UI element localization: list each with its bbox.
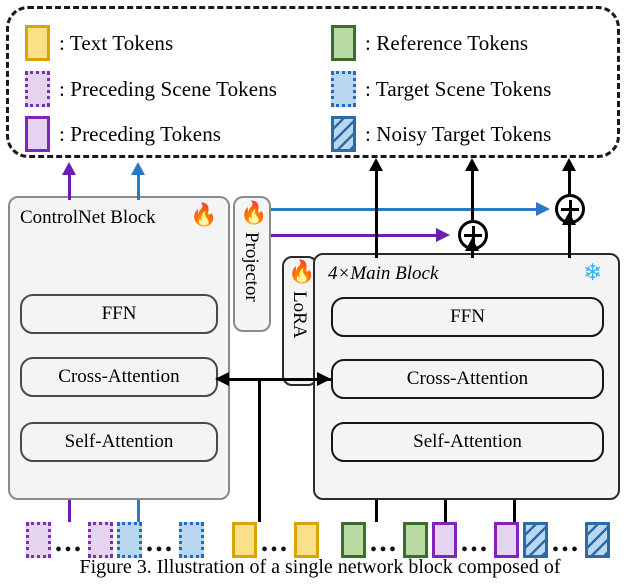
legend-panel: : Text Tokens : Preceding Scene Tokens :… [6, 6, 620, 158]
legend-label-noisy-target-tokens: : Noisy Target Tokens [365, 121, 552, 146]
text-token-bus-to-main [232, 378, 331, 381]
legend-label-preceding-tokens: : Preceding Tokens [59, 121, 222, 146]
stem-preceding-tokens [444, 500, 447, 522]
legend-label-reference-tokens: : Reference Tokens [365, 30, 529, 55]
riser-preceding-upper [471, 170, 474, 220]
list-item [403, 522, 428, 558]
wire-preceding-to-merge [271, 234, 439, 237]
stem-target-scene-tokens [137, 500, 140, 522]
legend-item-target-scene-tokens: : Target Scene Tokens [331, 67, 551, 111]
list-item [432, 522, 457, 558]
text-token-bus-to-controlnet [228, 378, 260, 381]
main-self-attention[interactable]: Self-Attention [331, 422, 604, 462]
list-item [494, 522, 519, 558]
arrow-up-into-plus-target [562, 212, 576, 225]
legend-item-reference-tokens: : Reference Tokens [331, 21, 528, 65]
riser-preceding-lower [471, 250, 474, 258]
riser-target-upper [568, 170, 571, 196]
network-block-diagram: ControlNet Block 🔥 FFN Cross-Attention S… [0, 158, 640, 560]
reference-token-swatch [331, 25, 356, 61]
list-item [341, 522, 366, 558]
arrow-purple-into-merge [436, 228, 450, 242]
stem-noisy-target-tokens [513, 500, 516, 522]
list-item [523, 522, 548, 558]
legend-label-text-tokens: : Text Tokens [59, 30, 174, 55]
fire-emoji-projector: 🔥 [240, 200, 268, 225]
snowflake-emoji-main-block: ❄ [583, 260, 603, 285]
list-item [585, 522, 610, 558]
ellipsis-text: ••• [261, 539, 290, 561]
wire-target-scene-to-merge [271, 208, 539, 211]
stem-reference-tokens [375, 500, 378, 522]
preceding-scene-token-swatch [25, 71, 50, 107]
projector-label: Projector [241, 232, 262, 302]
arrow-up-preceding-out [465, 158, 479, 171]
arrow-up-preceding-scene [62, 162, 76, 175]
legend-item-preceding-scene-tokens: : Preceding Scene Tokens [25, 67, 277, 111]
riser-target-lower [568, 224, 571, 258]
legend-item-text-tokens: : Text Tokens [25, 21, 173, 65]
noisy-target-token-swatch [331, 116, 356, 152]
preceding-token-swatch [25, 116, 50, 152]
arrow-up-reference-out [369, 158, 383, 171]
arrow-up-target-out [562, 158, 576, 171]
arrow-up-into-plus-preceding [465, 238, 479, 251]
arrow-up-target-scene [131, 162, 145, 175]
fire-emoji-lora: 🔥 [288, 259, 316, 284]
list-item [294, 522, 319, 558]
text-token-swatch [25, 25, 50, 61]
ellipsis-preceding-scene: ••• [55, 539, 84, 561]
main-block-title: 4×Main Block [328, 263, 439, 284]
list-item [88, 522, 113, 558]
ellipsis-preceding: ••• [461, 539, 490, 561]
ellipsis-target-scene: ••• [146, 539, 175, 561]
arrow-blue-into-merge [536, 202, 550, 216]
fire-emoji-controlnet: 🔥 [190, 202, 218, 227]
legend-label-preceding-scene-tokens: : Preceding Scene Tokens [59, 76, 278, 101]
main-ffn[interactable]: FFN [331, 297, 604, 337]
controlnet-self-attention[interactable]: Self-Attention [20, 422, 218, 462]
controlnet-ffn[interactable]: FFN [20, 294, 218, 334]
list-item [117, 522, 142, 558]
arrow-into-controlnet-cross-attention [215, 372, 229, 386]
stem-text-tokens [258, 500, 261, 522]
text-token-bus-vertical [258, 378, 261, 500]
figure-caption: Figure 3. Illustration of a single netwo… [79, 556, 561, 578]
list-item [179, 522, 204, 558]
controlnet-out-target-scene [137, 174, 140, 200]
legend-item-preceding-tokens: : Preceding Tokens [25, 112, 221, 156]
list-item [232, 522, 257, 558]
controlnet-block-title: ControlNet Block [20, 207, 156, 228]
main-cross-attention[interactable]: Cross-Attention [331, 359, 604, 399]
riser-reference-out [375, 170, 378, 258]
controlnet-out-preceding-scene [68, 174, 71, 200]
arrow-into-main-cross-attention [317, 372, 331, 386]
ellipsis-noisy-target: ••• [552, 539, 581, 561]
target-scene-token-swatch [331, 71, 356, 107]
legend-item-noisy-target-tokens: : Noisy Target Tokens [331, 112, 551, 156]
list-item [26, 522, 51, 558]
controlnet-cross-attention[interactable]: Cross-Attention [20, 357, 218, 397]
stem-preceding-scene-tokens [68, 500, 71, 522]
ellipsis-reference: ••• [370, 539, 399, 561]
projector-block[interactable] [233, 196, 271, 332]
legend-label-target-scene-tokens: : Target Scene Tokens [365, 76, 552, 101]
lora-label: LoRA [289, 291, 310, 339]
